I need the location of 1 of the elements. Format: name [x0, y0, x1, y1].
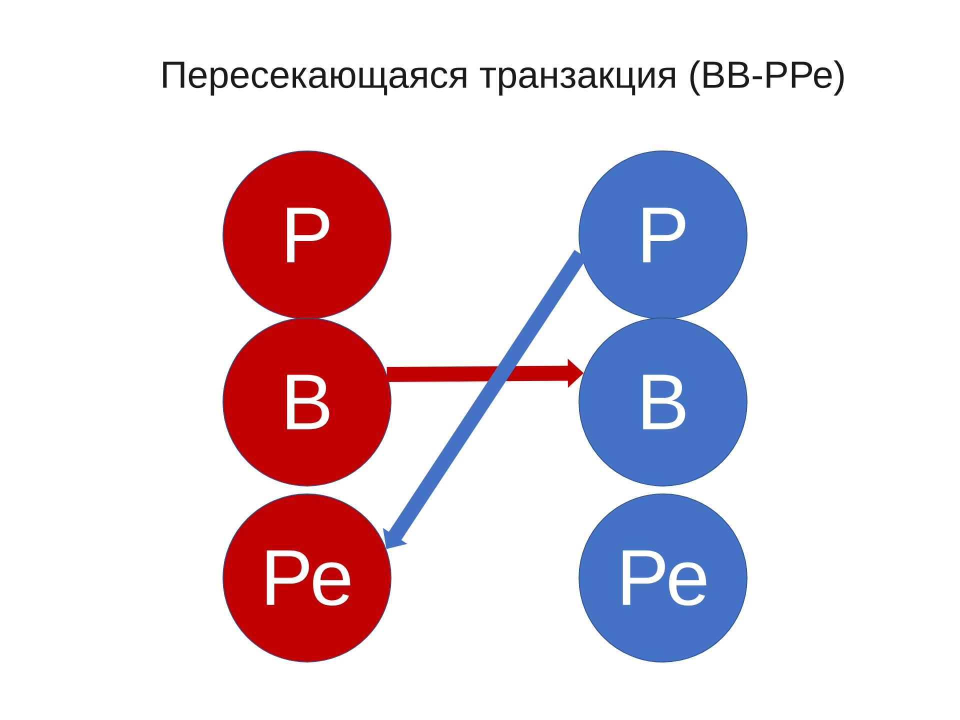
title: Пересекающаяся транзакция (ВВ-РРе): [163, 60, 844, 96]
